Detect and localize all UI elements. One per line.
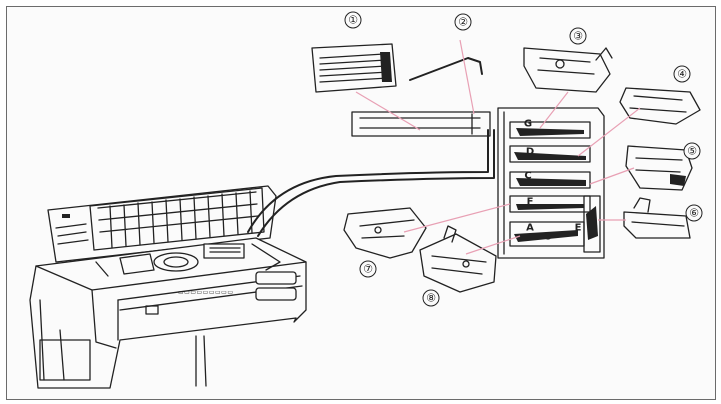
callout-8: ⑧ [422, 289, 440, 307]
slot-label-G: G [524, 119, 532, 130]
presser-foot-G [523, 47, 613, 93]
accessory-tray: G D C F E A [247, 107, 605, 259]
callout-3-label: ③ [573, 30, 583, 43]
leader-lines [355, 39, 641, 255]
tray-slot-G [509, 121, 591, 139]
callout-6-label: ⑥ [689, 207, 699, 220]
presser-foot-C [625, 145, 693, 191]
callout-3: ③ [569, 27, 587, 45]
slot-label-E: E [575, 223, 582, 234]
callout-1: ① [344, 11, 362, 29]
tray-slot-A [509, 221, 585, 247]
stitch-chart [97, 190, 259, 249]
slot-label-A: A [526, 223, 534, 234]
presser-foot-A [419, 225, 497, 293]
callout-4-label: ④ [677, 68, 687, 81]
tray-slot-D [509, 145, 591, 163]
callout-5: ⑤ [683, 142, 701, 160]
callout-4: ④ [673, 65, 691, 83]
callout-2-label: ② [458, 16, 468, 29]
callout-1-label: ① [348, 14, 358, 27]
slot-label-C: C [524, 171, 531, 182]
callout-8-label: ⑧ [426, 292, 436, 305]
callout-6: ⑥ [685, 204, 703, 222]
callout-2: ② [454, 13, 472, 31]
presser-foot-F [343, 207, 427, 259]
presser-foot-D [619, 87, 701, 125]
slot-label-F: F [527, 197, 534, 208]
machine-brand-mark: ▭▭▭▭▭▭▭▭▭ [178, 289, 234, 296]
tray-slot-C [509, 171, 591, 189]
screwdriver [409, 57, 483, 81]
callout-7: ⑦ [359, 260, 377, 278]
sewing-machine: ▭▭▭▭▭▭▭▭▭ [29, 185, 307, 389]
needle-pack [311, 43, 397, 93]
presser-foot-E [623, 197, 691, 239]
slot-label-D: D [526, 147, 534, 158]
callout-5-label: ⑤ [687, 145, 697, 158]
callout-7-label: ⑦ [363, 263, 373, 276]
